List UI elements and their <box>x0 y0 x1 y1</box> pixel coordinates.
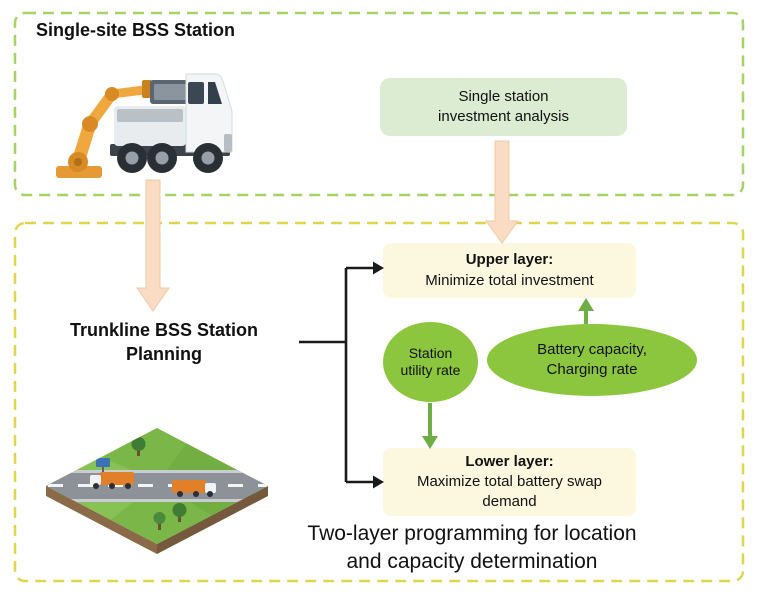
two-layer-caption: Two-layer programming for location and c… <box>270 520 674 577</box>
upper-layer-box: Upper layer: Minimize total investment <box>383 243 636 298</box>
analysis-line-2: investment analysis <box>438 108 569 125</box>
lower-layer-box: Lower layer: Maximize total battery swap… <box>383 448 636 516</box>
single-site-section: Single-site BSS Station <box>14 12 744 196</box>
trunkline-planning-title: Trunkline BSS Station Planning <box>18 318 310 367</box>
battery-capacity-line-2: Charging rate <box>546 361 638 378</box>
truck-icon <box>56 73 233 178</box>
battery-capacity-ellipse: Battery capacity, Charging rate <box>487 324 697 396</box>
trunkline-section: Trunkline BSS Station Planning <box>14 222 744 583</box>
planning-line-1: Trunkline BSS Station <box>69 320 259 340</box>
lower-layer-body: Maximize total battery swap demand <box>416 472 603 511</box>
battery-capacity-line-1: Battery capacity, <box>537 340 647 358</box>
caption-line-2: and capacity determination <box>346 550 598 574</box>
planning-line-2: Planning <box>126 344 202 365</box>
investment-analysis-box: Single station investment analysis <box>380 78 627 136</box>
upper-layer-body: Minimize total investment <box>425 271 594 289</box>
station-utility-ellipse: Station utility rate <box>383 322 478 402</box>
battery-swap-truck-illustration <box>52 50 237 190</box>
lower-layer-heading: Lower layer: <box>465 452 554 470</box>
caption-line-1: Two-layer programming for location <box>307 522 637 545</box>
upper-layer-heading: Upper layer: <box>465 251 554 269</box>
highway-icon <box>46 428 268 554</box>
single-site-title: Single-site BSS Station <box>36 20 236 40</box>
station-utility-label: Station utility rate <box>400 344 461 379</box>
analysis-line-1: Single station <box>458 87 549 105</box>
highway-illustration <box>38 382 278 559</box>
